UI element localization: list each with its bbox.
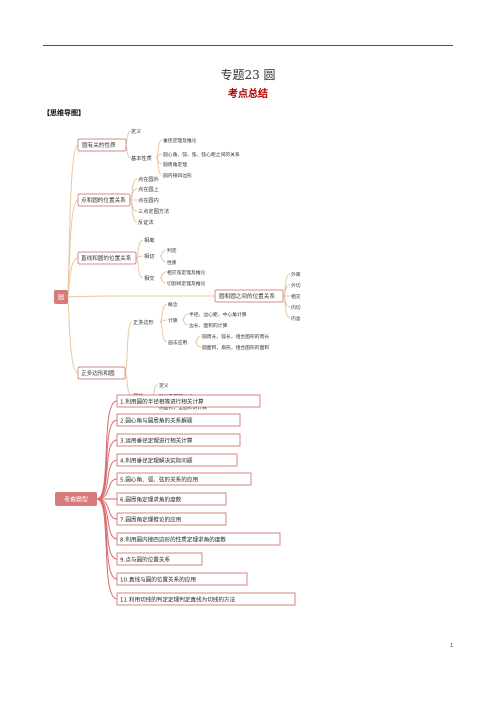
svg-text:9.点与圆的位置关系: 9.点与圆的位置关系	[120, 556, 170, 564]
svg-text:外切: 外切	[291, 282, 301, 289]
svg-text:相交: 相交	[291, 293, 301, 300]
svg-text:圆面积，扇形，组合图形的面积: 圆面积，扇形，组合图形的面积	[202, 344, 269, 351]
svg-text:点在圆内: 点在圆内	[138, 196, 159, 204]
topic-item: 5.圆心角、弧、弦的关系的应用	[116, 472, 252, 486]
svg-text:计算: 计算	[168, 317, 178, 324]
svg-text:三点定圆方法: 三点定圆方法	[138, 207, 169, 215]
svg-text:圆周长，弧长，组合图形的周长: 圆周长，弧长，组合图形的周长	[202, 333, 269, 340]
svg-text:3.运用垂径定理进行相关计算: 3.运用垂径定理进行相关计算	[120, 437, 193, 445]
svg-text:边长、面积的计算: 边长、面积的计算	[189, 322, 228, 329]
topic-item: 3.运用垂径定理进行相关计算	[116, 433, 241, 447]
svg-text:圆有关的性质: 圆有关的性质	[82, 141, 116, 149]
svg-text:10.直线与圆的位置关系的应用: 10.直线与圆的位置关系的应用	[120, 576, 196, 584]
mindmap-root-node: 圆	[54, 290, 68, 304]
topic-item: 9.点与圆的位置关系	[116, 552, 203, 566]
svg-text:直线和圆的位置关系: 直线和圆的位置关系	[81, 254, 132, 262]
svg-text:定义: 定义	[131, 127, 141, 135]
svg-text:点在圆外: 点在圆外	[138, 175, 159, 183]
svg-text:点和圆的位置关系: 点和圆的位置关系	[81, 196, 126, 204]
svg-text:垂径定理及推论: 垂径定理及推论	[163, 137, 197, 144]
topic-item: 7.圆周角定理推论的应用	[116, 512, 227, 526]
topic-item: 4.利用垂径定理解决实际问题	[116, 453, 238, 467]
svg-text:基本性质: 基本性质	[131, 154, 152, 162]
topic-item: 2.圆心角与圆周角的关系解题	[116, 413, 241, 427]
svg-text:圆内接四边形: 圆内接四边形	[163, 172, 192, 179]
svg-text:侧面积，全面积的计算: 侧面积，全面积的计算	[159, 404, 207, 411]
svg-text:定义: 定义	[159, 382, 169, 389]
svg-text:考查题型: 考查题型	[64, 496, 88, 504]
svg-text:切割线定理及推论: 切割线定理及推论	[167, 280, 206, 287]
section-heading: 【思维导图】	[43, 109, 85, 117]
svg-text:正多边形: 正多边形	[133, 318, 155, 326]
header-rule	[43, 45, 453, 46]
svg-text:11.利用切线的判定定理判定直线为切线的方法: 11.利用切线的判定定理判定直线为切线的方法	[120, 596, 236, 604]
svg-text:4.利用垂径定理解决实际问题: 4.利用垂径定理解决实际问题	[120, 457, 193, 465]
svg-text:画法应用: 画法应用	[168, 339, 187, 346]
branch-circle-properties: 圆有关的性质	[77, 138, 127, 152]
topic-item-list: 1.利用圆的半径相等进行相关计算 2.圆心角与圆周角的关系解题 3.运用垂径定理…	[116, 394, 296, 606]
svg-text:圆和圆之间的位置关系: 圆和圆之间的位置关系	[219, 292, 275, 300]
page-title: 专题23 圆	[220, 68, 276, 82]
topic-item: 8.利用圆内接四边形的性质定理求角的度数	[116, 532, 281, 546]
page-number: 1	[450, 643, 454, 649]
svg-text:7.圆周角定理推论的应用: 7.圆周角定理推论的应用	[120, 516, 181, 524]
svg-text:半径、边心距、中心角计算: 半径、边心距、中心角计算	[189, 311, 247, 318]
svg-text:相交弦定理及推论: 相交弦定理及推论	[167, 269, 206, 276]
svg-text:内含: 内含	[291, 315, 301, 322]
svg-text:点在圆上: 点在圆上	[138, 185, 159, 193]
topic-item: 11.利用切线的判定定理判定直线为切线的方法	[116, 592, 296, 606]
svg-text:6.圆周角定理求角的度数: 6.圆周角定理求角的度数	[120, 496, 182, 504]
svg-text:性质: 性质	[167, 259, 177, 266]
topics-root-node: 考查题型	[55, 492, 97, 506]
page-subtitle: 考点总结	[228, 89, 268, 100]
svg-text:圆心角、弧、弦、弦心距之间的关系: 圆心角、弧、弦、弦心距之间的关系	[163, 151, 240, 158]
topic-item: 1.利用圆的半径相等进行相关计算	[116, 394, 261, 408]
svg-text:反证法: 反证法	[138, 218, 154, 226]
svg-text:正多边形和圆: 正多边形和圆	[81, 369, 115, 377]
branch-circle-circle: 圆和圆之间的位置关系	[214, 289, 284, 303]
branch-point-circle: 点和圆的位置关系	[77, 193, 131, 207]
svg-text:相切: 相切	[144, 252, 154, 260]
svg-text:判定: 判定	[167, 247, 177, 254]
topic-item: 10.直线与圆的位置关系的应用	[116, 572, 248, 586]
svg-text:相离: 相离	[144, 236, 154, 244]
mindmap-leaves: 定义 基本性质 垂径定理及推论 圆心角、弧、弦、弦心距之间的关系 圆周角定理 圆…	[131, 127, 301, 411]
svg-text:圆周角定理: 圆周角定理	[163, 161, 187, 168]
svg-text:圆: 圆	[58, 295, 64, 302]
svg-text:外离: 外离	[291, 271, 301, 278]
svg-text:1.利用圆的半径相等进行相关计算: 1.利用圆的半径相等进行相关计算	[120, 398, 204, 406]
svg-text:相交: 相交	[144, 274, 154, 282]
svg-text:8.利用圆内接四边形的性质定理求角的度数: 8.利用圆内接四边形的性质定理求角的度数	[120, 536, 226, 544]
svg-text:2.圆心角与圆周角的关系解题: 2.圆心角与圆周角的关系解题	[120, 417, 193, 425]
branch-polygon-circle: 正多边形和圆	[77, 366, 126, 380]
topic-item: 6.圆周角定理求角的度数	[116, 492, 227, 506]
svg-text:5.圆心角、弧、弦的关系的应用: 5.圆心角、弧、弦的关系的应用	[120, 476, 198, 484]
svg-text:内切: 内切	[291, 304, 301, 311]
svg-text:概念: 概念	[168, 301, 178, 308]
topic-connectors	[96, 400, 118, 600]
branch-line-circle: 直线和圆的位置关系	[77, 251, 137, 265]
